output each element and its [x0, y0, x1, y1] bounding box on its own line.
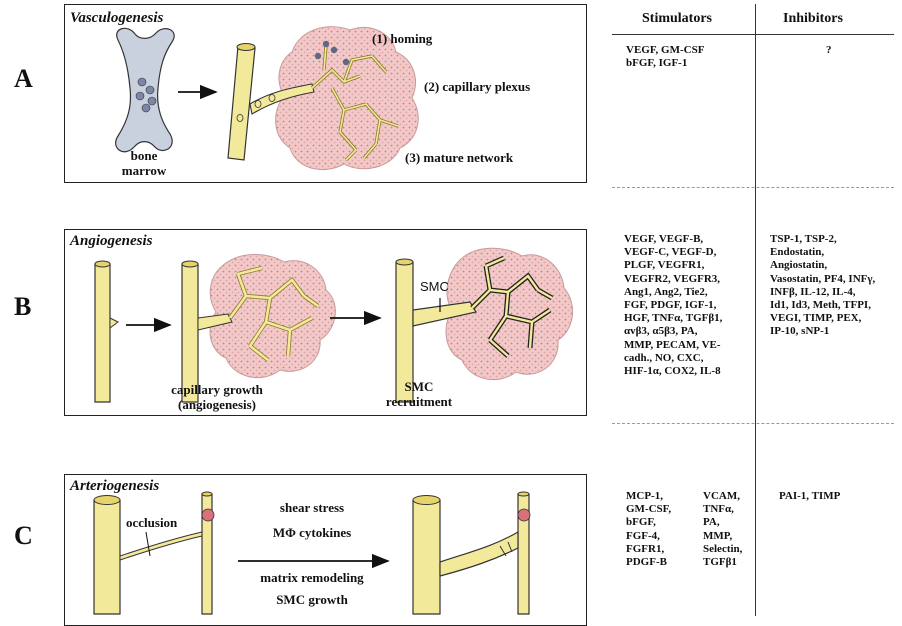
inhibitors-header: Inhibitors	[783, 11, 843, 27]
stimulators-c-col1: MCP-1, GM-CSF, bFGF, FGF-4, FGFR1, PDGF-…	[626, 490, 671, 569]
occlusion-label: occlusion	[126, 515, 177, 530]
stimulators-b: VEGF, VEGF-B, VEGF-C, VEGF-D, PLGF, VEGF…	[624, 233, 722, 378]
inhibitors-c: PAI-1, TIMP	[779, 490, 840, 503]
shear-stress-label: shear stress	[248, 500, 376, 515]
stimulators-c-col2: VCAM, TNFα, PA, MMP, Selectin, TGFβ1	[703, 490, 742, 569]
vasculogenesis-title: Vasculogenesis	[70, 10, 163, 27]
vessel-b1	[95, 261, 118, 402]
homing-label: (1) homing	[372, 31, 432, 46]
inhibitors-b: TSP-1, TSP-2, Endostatin, Angiostatin, V…	[770, 233, 875, 339]
row-divider-ab	[612, 187, 894, 188]
stimulators-header: Stimulators	[642, 11, 712, 27]
angiogenesis-title: Angiogenesis	[70, 233, 153, 250]
capillary-growth-label: capillary growth (angiogenesis)	[150, 382, 284, 412]
mature-network-label: (3) mature network	[405, 150, 513, 165]
arteriogenesis-title: Arteriogenesis	[70, 478, 159, 495]
smc-recruitment-label: SMC recruitment	[374, 379, 464, 409]
stimulators-a: VEGF, GM-CSF bFGF, IGF-1	[626, 44, 704, 70]
bone-marrow-label: bone marrow	[106, 148, 182, 178]
smc-growth-label: SMC growth	[248, 592, 376, 607]
capillary-plexus-label: (2) capillary plexus	[424, 79, 530, 94]
matrix-remodeling-label: matrix remodeling	[244, 570, 380, 585]
inhibitors-a: ?	[826, 44, 832, 57]
table-header-rule	[612, 34, 894, 35]
mphi-cytokines-label: MΦ cytokines	[248, 525, 376, 540]
vessel-c2	[413, 492, 530, 614]
table-column-divider	[755, 4, 756, 616]
capillary-plexus-tissue	[276, 27, 419, 170]
vessel-c1	[94, 492, 214, 614]
smc-label: SMC	[420, 279, 449, 294]
bone-marrow-shape	[116, 28, 175, 151]
row-divider-bc	[612, 423, 894, 424]
